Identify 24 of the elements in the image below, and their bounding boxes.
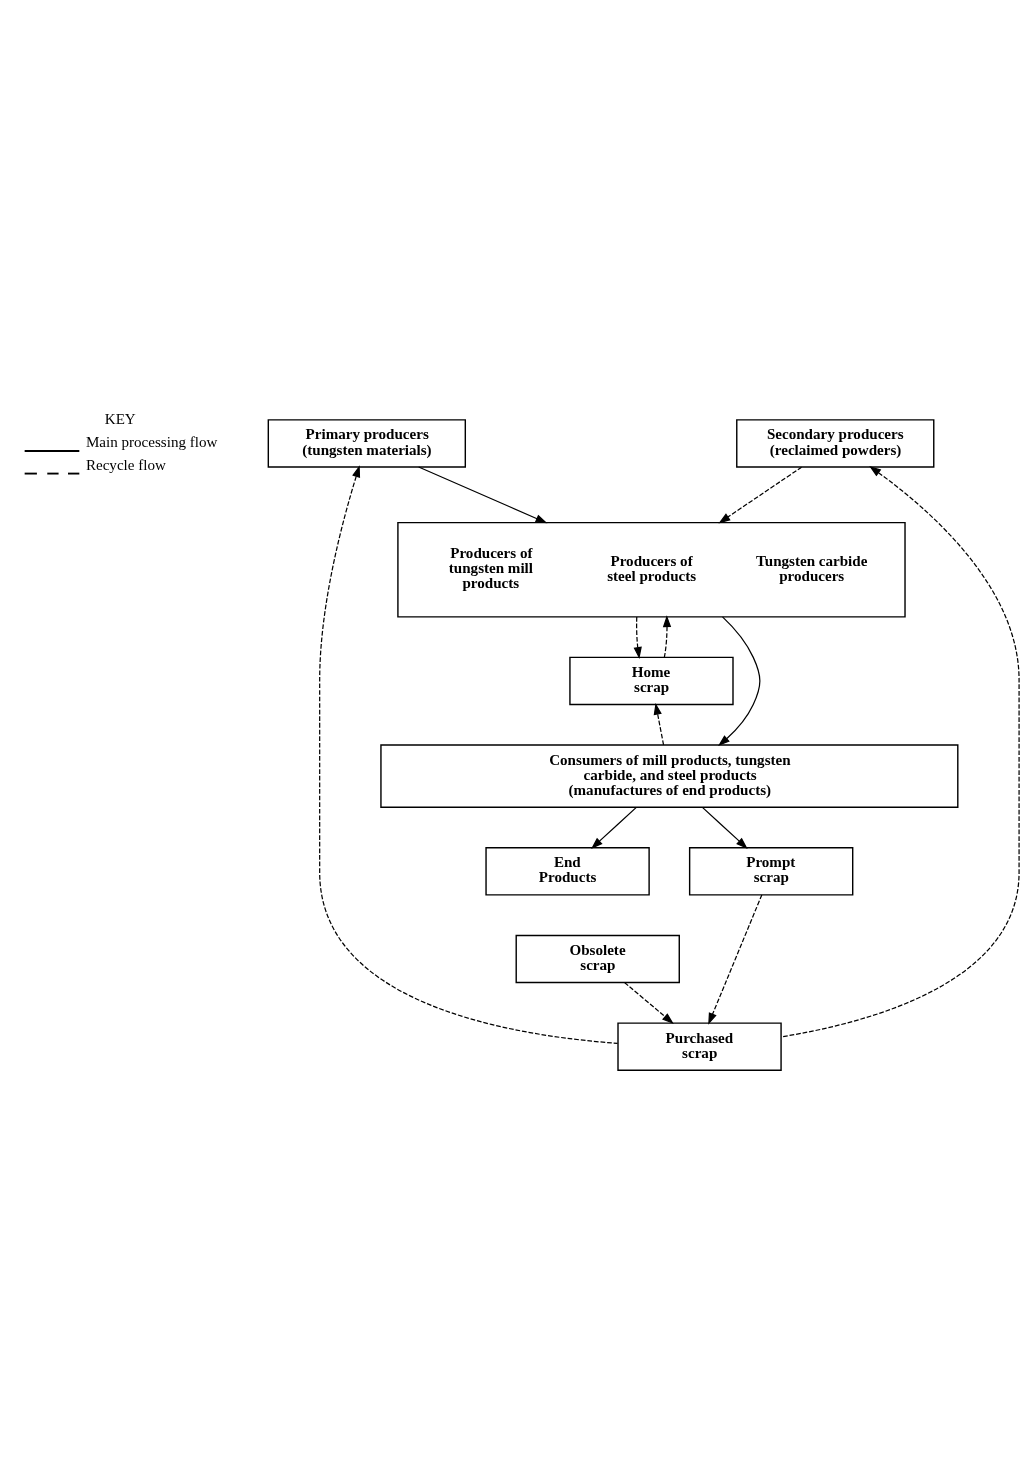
arrow bbox=[780, 466, 1020, 1038]
node-box: Producers of tungsten mill products Producers of steel products Tungsten carbide producers bbox=[397, 521, 906, 618]
node-box: Prompt scrap bbox=[688, 847, 854, 896]
legend-label: Main processing flow bbox=[85, 434, 218, 450]
arrow bbox=[701, 806, 748, 849]
node-box: Secondary producers (reclaimed powders) bbox=[736, 419, 935, 468]
arrow bbox=[708, 894, 763, 1025]
arrow bbox=[319, 465, 619, 1044]
arrow bbox=[718, 616, 761, 747]
arrow bbox=[662, 615, 672, 658]
arrow bbox=[591, 806, 637, 849]
node-box: Consumers of mill products, tungsten carbide, and steel products (manufactures of end products) bbox=[380, 744, 959, 808]
node-box: Home scrap bbox=[569, 656, 734, 706]
label: KEY bbox=[104, 411, 136, 428]
arrow bbox=[653, 702, 665, 746]
node-box: Purchased scrap bbox=[617, 1022, 782, 1071]
legend-label: Recycle flow bbox=[85, 456, 166, 473]
node-box: Primary producers (tungsten materials) bbox=[267, 419, 466, 468]
arrow bbox=[418, 466, 548, 524]
arrow bbox=[633, 616, 642, 659]
node-box: Obsolete scrap bbox=[515, 934, 680, 984]
arrow bbox=[624, 982, 674, 1025]
node-box: End Products bbox=[485, 847, 650, 896]
arrow bbox=[718, 466, 803, 524]
